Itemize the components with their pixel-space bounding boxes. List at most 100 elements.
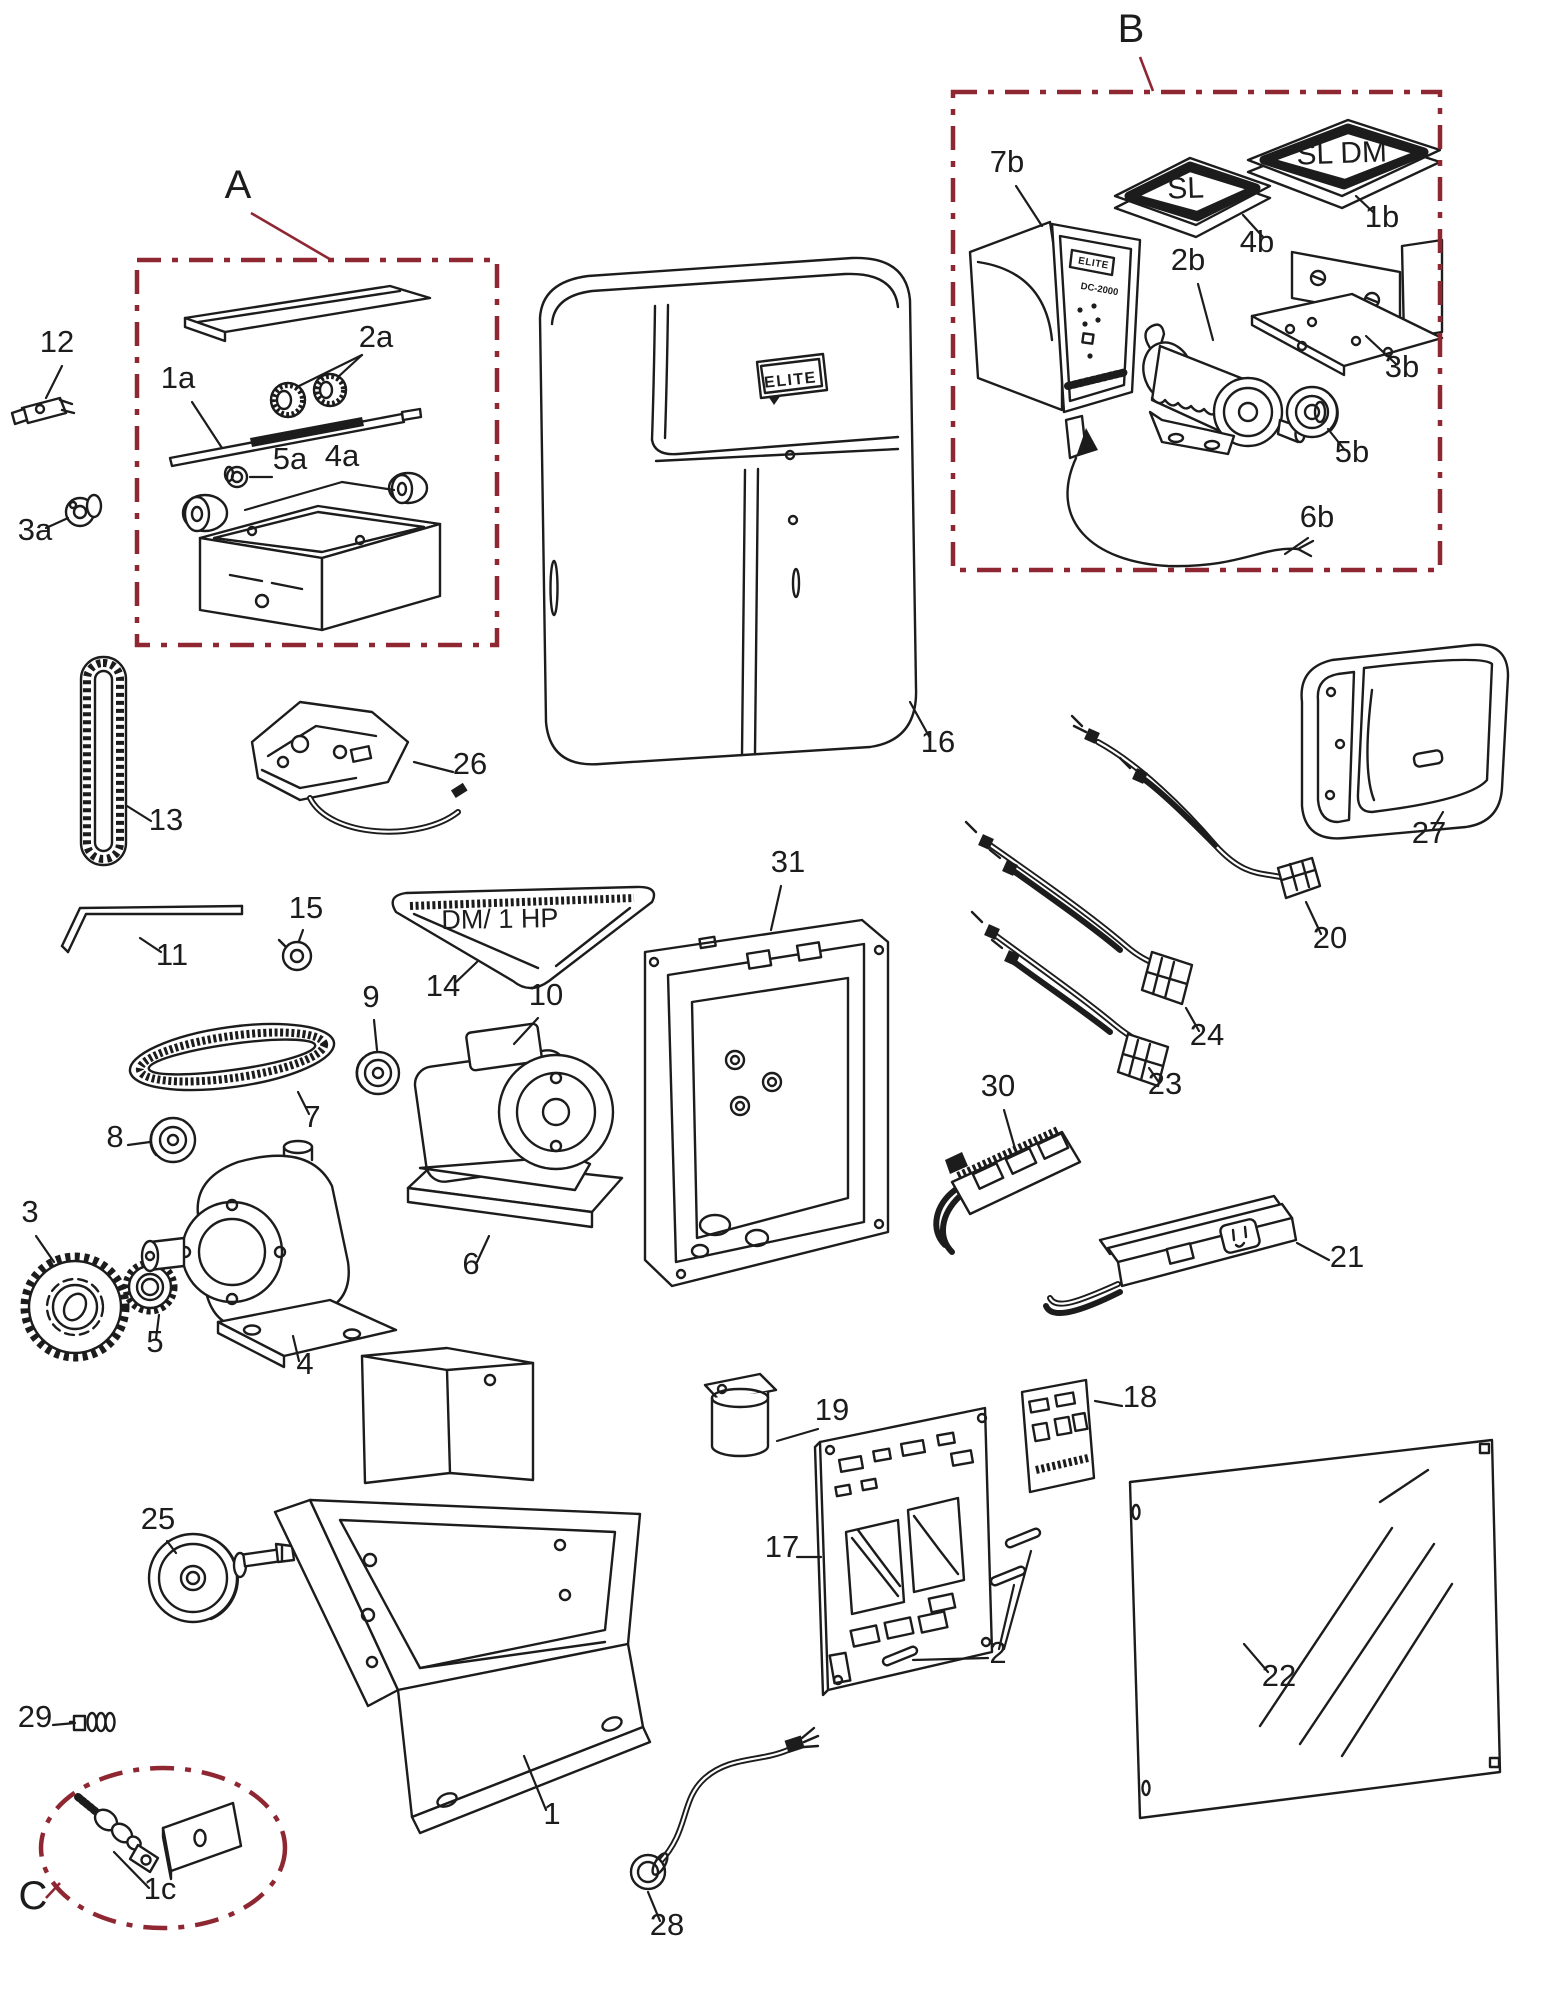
part-leader-3b [1364, 334, 1398, 366]
part-4-gearbox [140, 1139, 398, 1369]
part-label-22: 22 [1262, 1658, 1296, 1693]
inscription-backup-unit-brand: ELITE [1077, 255, 1109, 271]
part-label-4b: 4b [1240, 224, 1274, 259]
part-leader-1 [522, 1754, 548, 1812]
part-label-8: 8 [106, 1119, 123, 1154]
inscription-lid-large-text: SL DM [1296, 135, 1388, 171]
part-5-sprocket [122, 1259, 178, 1315]
part-leader-5 [154, 1313, 161, 1341]
part-label-14: 14 [426, 968, 460, 1003]
part-label-7: 7 [303, 1099, 320, 1134]
part-label-29: 29 [18, 1699, 52, 1734]
part-label-12: 12 [40, 324, 74, 359]
section-A-outline [134, 257, 500, 648]
part-label-1a: 1a [161, 360, 196, 395]
part-label-21: 21 [1330, 1239, 1364, 1274]
part-17-control-board [813, 1406, 994, 1697]
part-leader-2-1 [997, 1583, 1016, 1651]
part-18-board [1020, 1378, 1096, 1494]
part-label-13: 13 [149, 802, 183, 837]
part-label-19: 19 [815, 1392, 849, 1427]
part-label-26: 26 [453, 746, 487, 781]
part-7-belt [128, 1022, 336, 1092]
section-boxes-layer: ABC [19, 7, 1443, 1931]
part-1-frame [273, 1346, 652, 1835]
section-C-leader [45, 1882, 61, 1899]
part-label-30: 30 [981, 1068, 1015, 1103]
part-label-24: 24 [1190, 1017, 1224, 1052]
part-label-17: 17 [765, 1529, 799, 1564]
part-leader-25 [165, 1539, 178, 1555]
part-leader-20 [1304, 900, 1323, 936]
inscription-cabinet-brand: ELITE [763, 369, 817, 391]
part-leader-2a-1 [336, 353, 364, 379]
part-leader-27 [1431, 810, 1445, 831]
part-22-panel [1128, 1438, 1502, 1820]
part-label-1c: 1c [144, 1871, 177, 1906]
part-28-cable [629, 1726, 820, 1891]
part-27-cover [1300, 643, 1510, 840]
part-leader-2 [1002, 1549, 1033, 1651]
part-23-harness [970, 910, 1170, 1088]
part-3-sprocket [20, 1252, 130, 1362]
part-leader-4 [291, 1334, 301, 1363]
part-leader-11 [138, 936, 163, 954]
part-leader-22 [1242, 1642, 1270, 1674]
part-leader-8 [126, 1140, 152, 1147]
part-label-1b: 1b [1365, 199, 1399, 234]
part-leader-2a [297, 353, 364, 388]
part-label-1: 1 [543, 1796, 560, 1831]
part-label-4a: 4a [325, 438, 360, 473]
section-B-leader [1138, 56, 1155, 92]
part-label-16: 16 [921, 724, 955, 759]
section-B-label: B [1118, 7, 1145, 51]
part-26-release-assembly [250, 700, 468, 835]
part-4a-rollers [181, 471, 429, 533]
part-12-switch [10, 396, 76, 426]
part-leader-21 [1295, 1241, 1331, 1262]
part-label-7b: 7b [990, 144, 1024, 179]
part-label-5a: 5a [273, 441, 308, 476]
part-2-pins [881, 1527, 1042, 1667]
part-leader-16 [908, 700, 932, 740]
part-leader-1c [112, 1850, 151, 1890]
part-1a-shaft [168, 407, 423, 468]
part-leader-23 [1147, 1066, 1160, 1083]
part-label-6: 6 [462, 1246, 479, 1281]
part-3a-coupler [64, 493, 103, 528]
part-label-6b: 6b [1300, 499, 1334, 534]
part-21-power-strip [1043, 1194, 1298, 1316]
part-2a-gears [269, 372, 348, 419]
part-7b-battery-backup [968, 220, 1315, 568]
part-label-28: 28 [650, 1907, 684, 1942]
part-14-belt [391, 885, 656, 990]
part-5b-pulley [1285, 385, 1339, 439]
section-C-label: C [19, 1874, 48, 1918]
part-leader-15 [297, 928, 305, 943]
section-B-outline [950, 89, 1443, 573]
part-11-release-rod [60, 904, 244, 954]
part-leader-12 [44, 364, 64, 400]
part-leader-13 [125, 804, 153, 823]
part-8-pulley [149, 1116, 197, 1164]
part-label-2b: 2b [1171, 242, 1205, 277]
part-2b-motor [1142, 323, 1306, 456]
part-4b-lid-sl [1113, 156, 1272, 239]
part-label-5: 5 [146, 1324, 163, 1359]
part-cover-plate [183, 284, 432, 343]
part-5a-nut [223, 465, 249, 489]
part-leader-3a [44, 516, 70, 530]
part-label-15: 15 [289, 890, 323, 925]
part-16-cabinet [538, 256, 918, 766]
part-1c-bolt-assembly [74, 1793, 160, 1874]
part-leader-9 [372, 1018, 379, 1052]
part-19-solenoid [703, 1372, 778, 1458]
part-limit-box [198, 504, 442, 632]
part-leader-6 [475, 1234, 491, 1264]
part-label-9: 9 [362, 979, 379, 1014]
part-label-2a: 2a [359, 319, 394, 354]
part-leader-3 [34, 1234, 56, 1264]
part-25-pulley-assembly [147, 1532, 296, 1624]
